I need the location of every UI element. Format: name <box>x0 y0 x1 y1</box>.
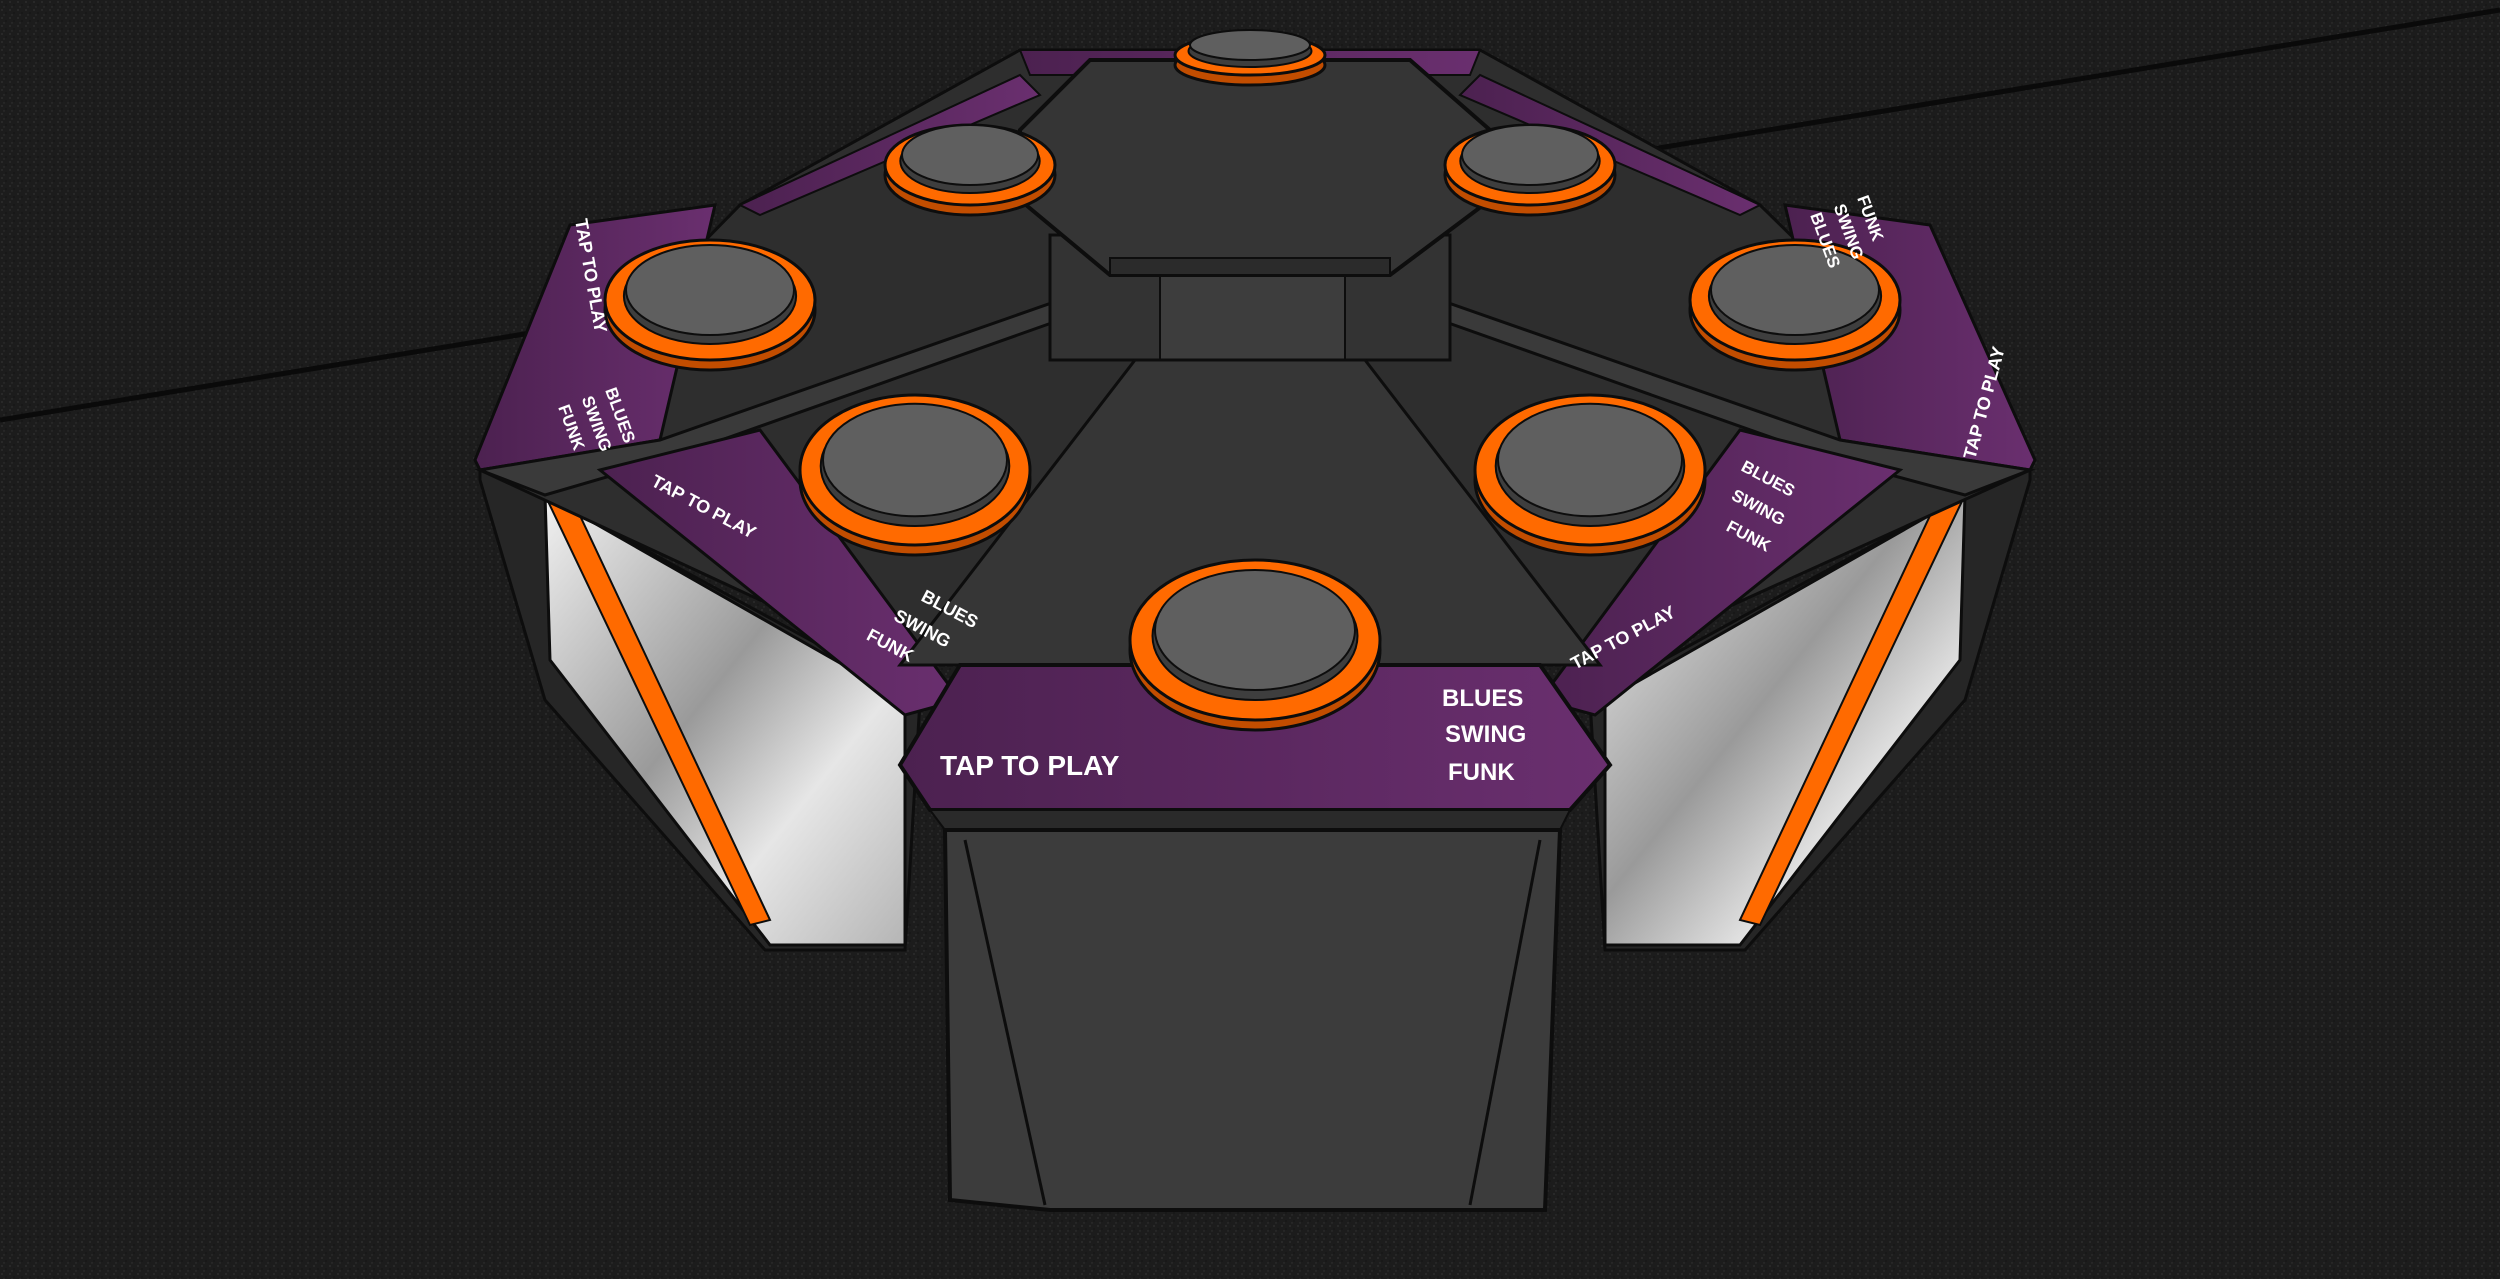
play-button-back-left[interactable] <box>883 123 1057 217</box>
play-button-upper-right[interactable] <box>1688 238 1902 372</box>
front-wedge <box>896 358 1604 667</box>
play-button-back-right[interactable] <box>1443 123 1617 217</box>
front-tap-to-play: TAP TO PLAY <box>940 750 1120 781</box>
play-button-back-center[interactable] <box>1173 29 1327 87</box>
front-genre-blues: BLUES <box>1442 685 1523 712</box>
play-button-mid-right[interactable] <box>1473 393 1707 557</box>
play-button-mid-left[interactable] <box>798 393 1032 557</box>
play-button-front[interactable] <box>1128 558 1382 732</box>
front-genre-funk: FUNK <box>1448 759 1515 786</box>
center-column <box>1018 58 1492 362</box>
play-button-upper-left[interactable] <box>603 238 817 372</box>
front-station <box>897 663 1613 1212</box>
front-genre-swing: SWING <box>1445 721 1526 748</box>
